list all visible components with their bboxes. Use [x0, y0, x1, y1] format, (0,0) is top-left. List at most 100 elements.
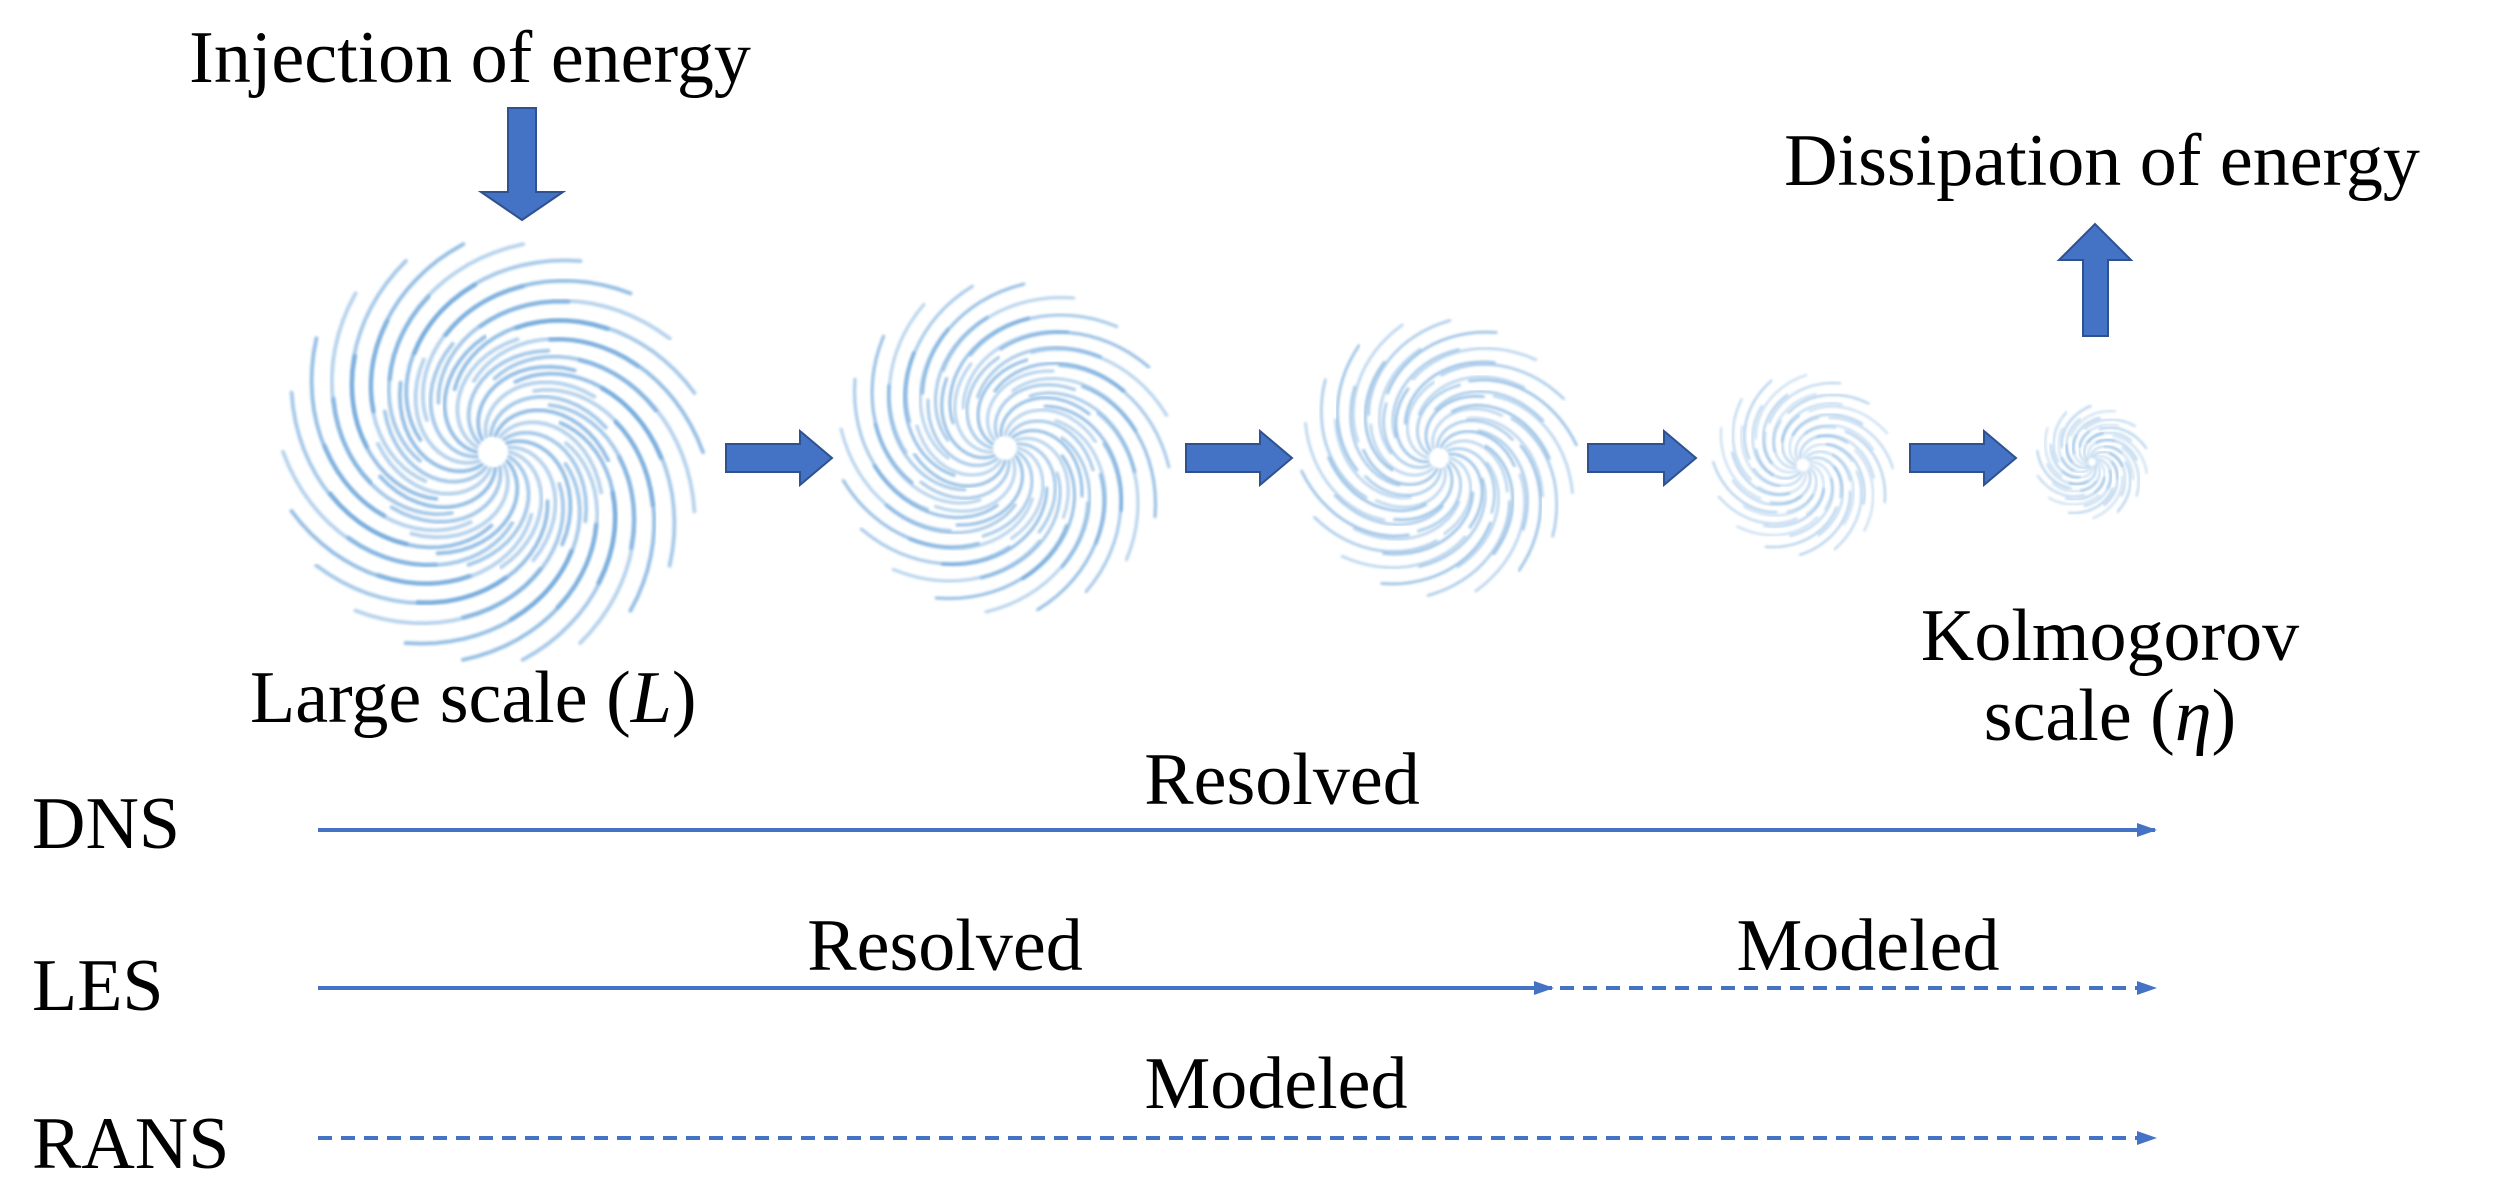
- eddy-streak: [389, 465, 503, 524]
- eddy-streak: [1731, 451, 1791, 496]
- eddy-streak: [1799, 435, 1849, 460]
- eddy-streak: [1831, 453, 1855, 525]
- kolmogorov-prefix: scale (: [1984, 675, 2175, 757]
- eddy-streak: [2103, 445, 2134, 481]
- eddy-streak: [1374, 466, 1447, 509]
- eddy-streak: [466, 454, 531, 567]
- eddy-streak: [1477, 429, 1529, 531]
- eddy-streak: [1416, 383, 1462, 456]
- eddy-streak: [2108, 452, 2127, 497]
- spiral-eddy-icon: [281, 242, 705, 662]
- eddy-streak: [1808, 461, 1833, 511]
- eddy-streak: [1435, 419, 1514, 449]
- eddy-streak: [2092, 475, 2124, 519]
- les-resolved-label: Resolved: [807, 905, 1082, 987]
- eddy-streak: [2052, 411, 2068, 463]
- eddy-streak: [1456, 461, 1500, 569]
- eddy-streak: [1411, 347, 1538, 381]
- eddy-streak: [375, 441, 493, 496]
- eddy-streak: [1431, 407, 1504, 450]
- kolmogorov-symbol: η: [2175, 675, 2212, 757]
- eddy-streak: [281, 449, 438, 567]
- eddy-streak: [1791, 413, 1863, 437]
- eddy-streak: [382, 409, 488, 484]
- eddy-streak: [478, 298, 672, 341]
- eddy-streak: [314, 563, 508, 606]
- eddy-streak: [1424, 394, 1485, 453]
- eddy-streak: [1081, 385, 1158, 519]
- eddy-streak: [1393, 463, 1454, 522]
- eddy-streak: [502, 430, 589, 524]
- eddy-streak: [2050, 443, 2081, 479]
- eddy-streak: [1439, 430, 1516, 468]
- eddy-streak: [1443, 439, 1509, 493]
- eddy-streak: [499, 450, 544, 570]
- eddy-streak: [1446, 447, 1496, 514]
- eddy-streak: [1517, 444, 1542, 572]
- eddy-streak: [934, 524, 1068, 601]
- eddy-streak: [984, 501, 1089, 614]
- eddy-streak: [1757, 470, 1807, 495]
- eddy-streak: [1763, 487, 1825, 528]
- eddy-streak: [2036, 474, 2086, 498]
- eddy-streak: [887, 302, 926, 454]
- spiral-eddy-icon: [1300, 319, 1578, 597]
- eddy-streak: [1731, 398, 1752, 481]
- eddy-streak: [1751, 405, 1775, 477]
- eddy-streak: [859, 527, 1011, 566]
- eddy-streak: [599, 386, 677, 568]
- eddy-streak: [2072, 417, 2101, 455]
- eddy-streak: [1313, 515, 1438, 553]
- eddy-streak: [1084, 442, 1123, 594]
- eddy-streak: [466, 348, 551, 445]
- eddy-streak: [1336, 344, 1361, 472]
- eddy-streak: [940, 377, 996, 460]
- large-scale-symbol: L: [630, 657, 672, 739]
- eddy-streak: [1320, 378, 1368, 499]
- eddy-streak: [1418, 477, 1487, 568]
- eddy-streak: [412, 258, 583, 356]
- eddy-streak: [413, 357, 481, 465]
- eddy-streak: [839, 427, 952, 532]
- eddy-streak: [965, 356, 1001, 450]
- eddy-streak: [2098, 426, 2148, 450]
- eddy-streak: [1743, 379, 1773, 460]
- eddy-streak: [919, 459, 1011, 500]
- eddy-streak: [1807, 456, 1843, 499]
- eddy-streak: [1808, 405, 1889, 435]
- eddy-streak: [2068, 464, 2097, 485]
- eddy-streak: [1450, 404, 1551, 460]
- eddy-streak: [2046, 463, 2089, 485]
- eddy-streak: [1736, 516, 1819, 537]
- eddy-streak: [1762, 393, 1789, 464]
- eddy-streak: [1351, 323, 1404, 443]
- eddy-streak: [507, 445, 558, 563]
- large-scale-suffix: ): [672, 657, 697, 739]
- dns-resolved-label: Resolved: [1144, 739, 1419, 821]
- large-scale-label: Large scale (L): [250, 657, 697, 739]
- eddy-streak: [1805, 464, 1825, 516]
- cascade-arrow-icon: [1185, 428, 1294, 488]
- eddy-streak: [289, 390, 409, 546]
- eddy-streak: [1304, 421, 1386, 522]
- kolmogorov-label-line2: scale (η): [1984, 675, 2236, 757]
- eddy-streak: [455, 337, 520, 450]
- eddy-streak: [1382, 402, 1432, 469]
- eddy-streak: [1474, 473, 1527, 593]
- eddy-streak: [1030, 347, 1169, 417]
- eddy-streak: [1854, 449, 1875, 532]
- eddy-streak: [999, 330, 1151, 369]
- eddy-streak: [1794, 425, 1837, 461]
- eddy-streak: [2070, 410, 2117, 437]
- eddy-streak: [1789, 477, 1834, 537]
- eddy-streak: [1764, 506, 1838, 548]
- eddy-streak: [435, 459, 520, 556]
- eddy-streak: [1405, 381, 1435, 460]
- eddy-streak: [1364, 360, 1394, 472]
- eddy-streak: [488, 394, 608, 438]
- eddy-streak: [1802, 443, 1854, 463]
- injection-label: Injection of energy: [189, 17, 751, 99]
- eddy-streak: [2086, 431, 2133, 444]
- eddy-streak: [1798, 490, 1851, 556]
